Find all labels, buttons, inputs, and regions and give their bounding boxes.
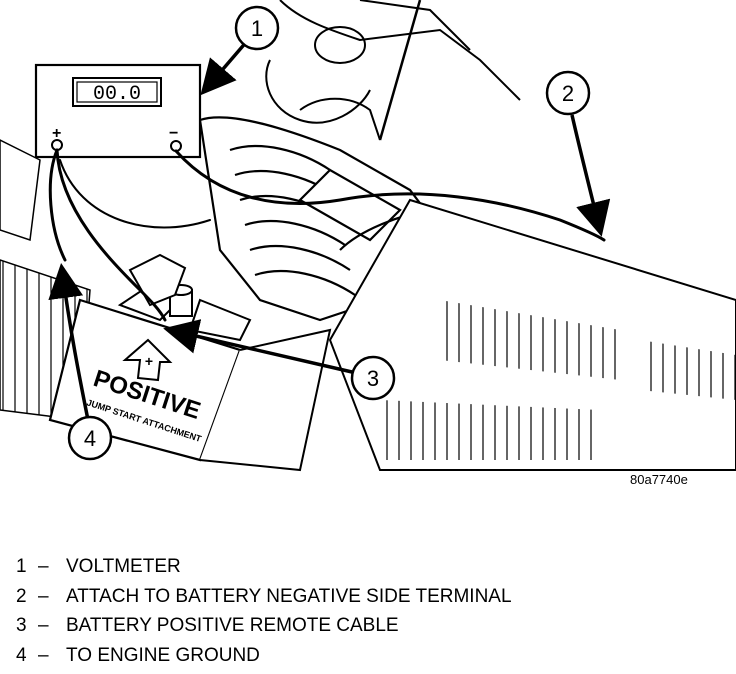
figure-id: 80a7740e <box>630 472 688 487</box>
remote-cable <box>59 159 211 229</box>
callout-3-arrow <box>163 319 353 374</box>
legend-item: 2–ATTACH TO BATTERY NEGATIVE SIDE TERMIN… <box>16 582 512 612</box>
legend-text: VOLTMETER <box>66 556 181 577</box>
legend-dash: – <box>38 556 49 577</box>
callout-1-arrow <box>200 38 250 96</box>
voltmeter: 00.0 + − <box>34 63 202 159</box>
legend-item: 1–VOLTMETER <box>16 552 512 582</box>
legend-text: ATTACH TO BATTERY NEGATIVE SIDE TERMINAL <box>66 585 512 607</box>
legend-number: 2 <box>16 585 27 607</box>
legend-item: 3–BATTERY POSITIVE REMOTE CABLE <box>16 611 512 641</box>
engine-bay-illustration: + POSITIVE JUMP START ATTACHMENT 00.0 + … <box>0 0 736 472</box>
svg-text:3: 3 <box>367 366 379 391</box>
intake-housing <box>328 198 736 471</box>
svg-text:1: 1 <box>251 16 263 41</box>
callout-leaders <box>48 38 611 421</box>
legend-number: 4 <box>16 644 27 666</box>
ground-lead <box>48 148 67 262</box>
callout-4-arrow <box>48 263 90 421</box>
callout-4: 4 <box>67 415 113 461</box>
legend-dash: – <box>38 615 49 636</box>
svg-text:4: 4 <box>84 426 96 451</box>
positive-lead <box>55 148 167 322</box>
legend-number: 3 <box>16 615 27 636</box>
negative-lead-jack <box>170 140 182 152</box>
callout-1: 1 <box>234 5 280 51</box>
legend-text: TO ENGINE GROUND <box>66 644 260 666</box>
test-leads <box>48 148 606 322</box>
legend-item: 4–TO ENGINE GROUND <box>16 641 512 671</box>
legend-number: 1 <box>16 556 27 577</box>
voltmeter-positive-sign: + <box>52 125 61 142</box>
svg-text:2: 2 <box>562 81 574 106</box>
legend-dash: – <box>38 644 49 666</box>
callout-2-arrow <box>570 114 611 237</box>
negative-lead <box>174 149 606 242</box>
voltmeter-negative-sign: − <box>169 125 178 142</box>
voltmeter-display: 00.0 <box>93 83 141 106</box>
legend: 1–VOLTMETER 2–ATTACH TO BATTERY NEGATIVE… <box>16 552 512 670</box>
positive-arrow-icon <box>122 338 173 382</box>
engine-background <box>265 0 521 141</box>
legend-dash: – <box>38 585 49 607</box>
callout-2: 2 <box>545 70 591 116</box>
legend-text: BATTERY POSITIVE REMOTE CABLE <box>66 615 399 636</box>
callout-3: 3 <box>350 355 396 401</box>
svg-text:+: + <box>145 353 153 369</box>
